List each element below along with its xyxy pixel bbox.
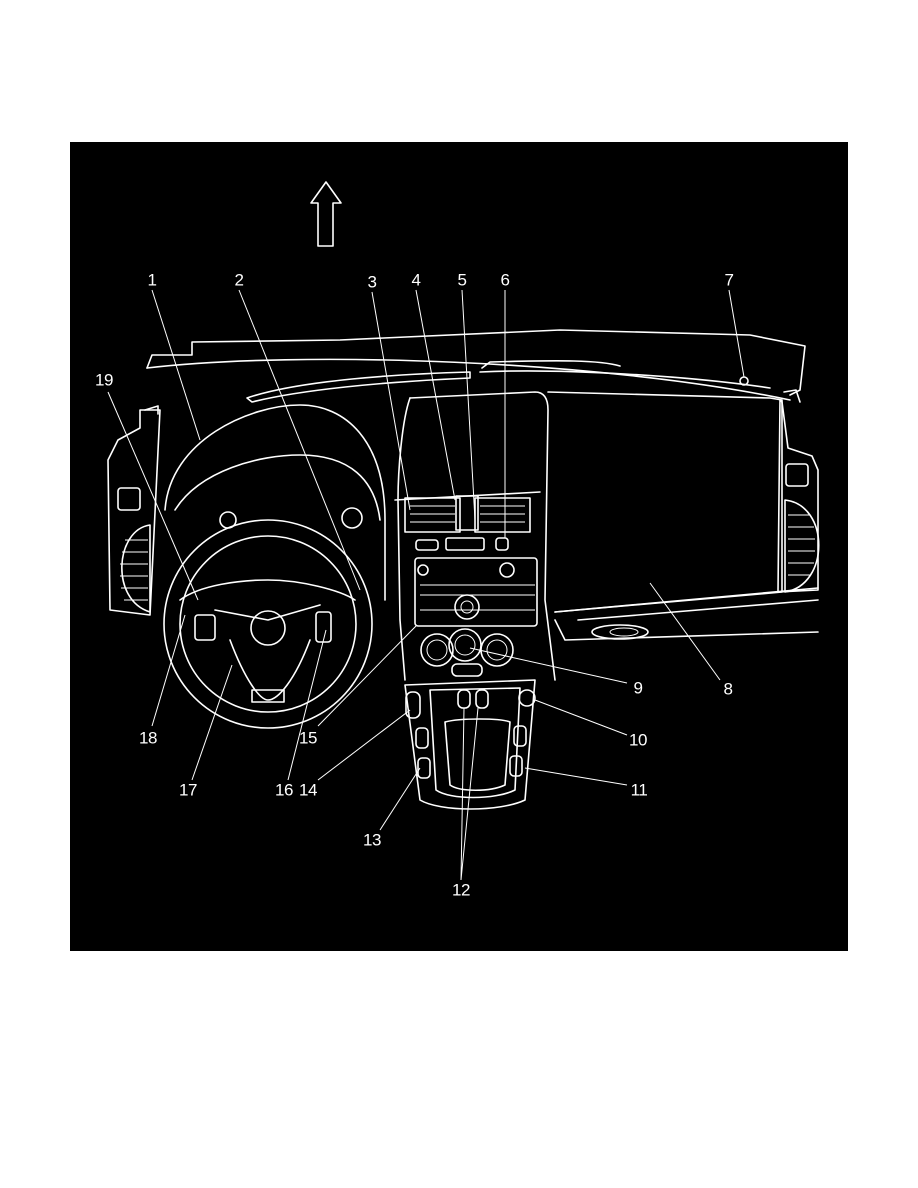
- callout-13: 13: [363, 830, 381, 850]
- leader-lines: [107, 289, 745, 881]
- callout-15: 15: [299, 728, 317, 748]
- callout-8: 8: [723, 679, 733, 699]
- callout-11: 11: [630, 780, 648, 800]
- glove-box: [547, 391, 819, 641]
- callout-17: 17: [179, 780, 197, 800]
- instrument-panel-illustration: [107, 181, 820, 881]
- callout-3: 3: [367, 272, 377, 292]
- forward-arrow-icon: [310, 181, 342, 247]
- dash-top-outline: [146, 329, 806, 403]
- callout-10: 10: [629, 730, 647, 750]
- callout-6: 6: [500, 270, 510, 290]
- callout-19: 19: [95, 370, 113, 390]
- callout-14: 14: [299, 780, 317, 800]
- callout-9: 9: [633, 678, 643, 698]
- callout-12: 12: [452, 880, 470, 900]
- callout-7: 7: [724, 270, 734, 290]
- center-stack: [394, 391, 556, 810]
- callout-4: 4: [411, 270, 421, 290]
- right-side-vent: [777, 389, 820, 593]
- callout-1: 1: [147, 270, 157, 290]
- diagram-panel: [70, 142, 848, 951]
- callout-16: 16: [275, 780, 293, 800]
- callout-2: 2: [234, 270, 244, 290]
- callout-5: 5: [457, 270, 467, 290]
- left-side-vent: [107, 405, 161, 616]
- steering-wheel-cluster: [163, 404, 386, 729]
- callout-18: 18: [139, 728, 157, 748]
